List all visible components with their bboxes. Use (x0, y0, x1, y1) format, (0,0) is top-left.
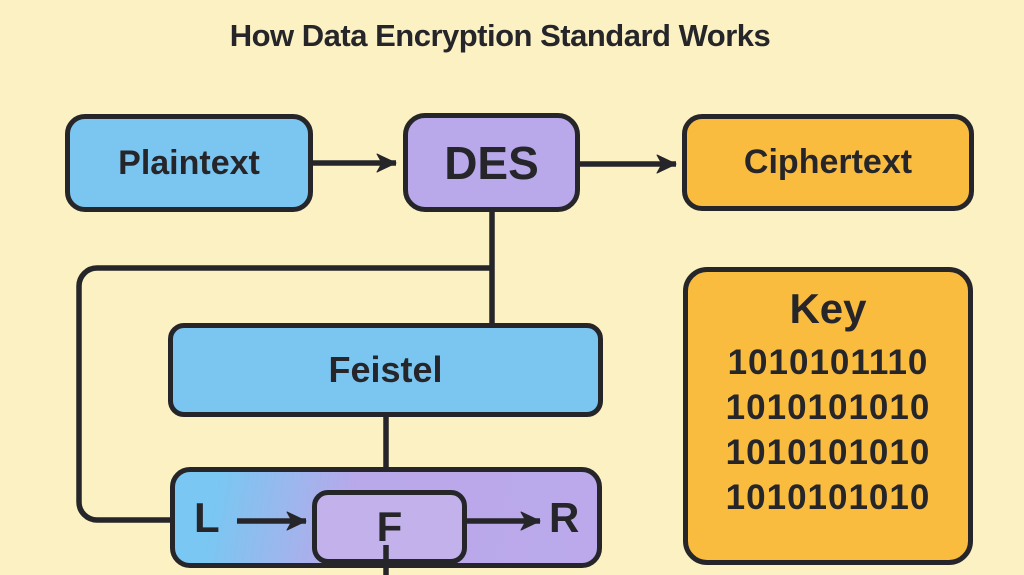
key-bits-row: 1010101010 (725, 478, 931, 518)
key-node: Key 1010101110 1010101010 1010101010 101… (683, 267, 973, 565)
feistel-label: Feistel (328, 349, 443, 390)
round-function-node: F (312, 490, 467, 564)
key-bits-row: 1010101010 (725, 433, 931, 473)
left-half-label: L (194, 494, 220, 541)
round-function-label: F (376, 503, 403, 550)
plaintext-label: Plaintext (118, 143, 260, 182)
feistel-node: Feistel (168, 323, 603, 417)
des-node: DES (403, 113, 580, 212)
diagram-title: How Data Encryption Standard Works (229, 18, 771, 53)
plaintext-node: Plaintext (65, 114, 313, 212)
key-bits-row: 1010101010 (725, 388, 931, 428)
ciphertext-node: Ciphertext (682, 114, 974, 211)
ciphertext-label: Ciphertext (743, 143, 913, 181)
des-label: DES (444, 136, 539, 189)
key-title: Key (789, 285, 867, 332)
right-half-label: R (549, 494, 580, 541)
key-bits-row: 1010101110 (727, 343, 929, 383)
key-bits: 1010101110 1010101010 1010101010 1010101… (726, 340, 931, 520)
